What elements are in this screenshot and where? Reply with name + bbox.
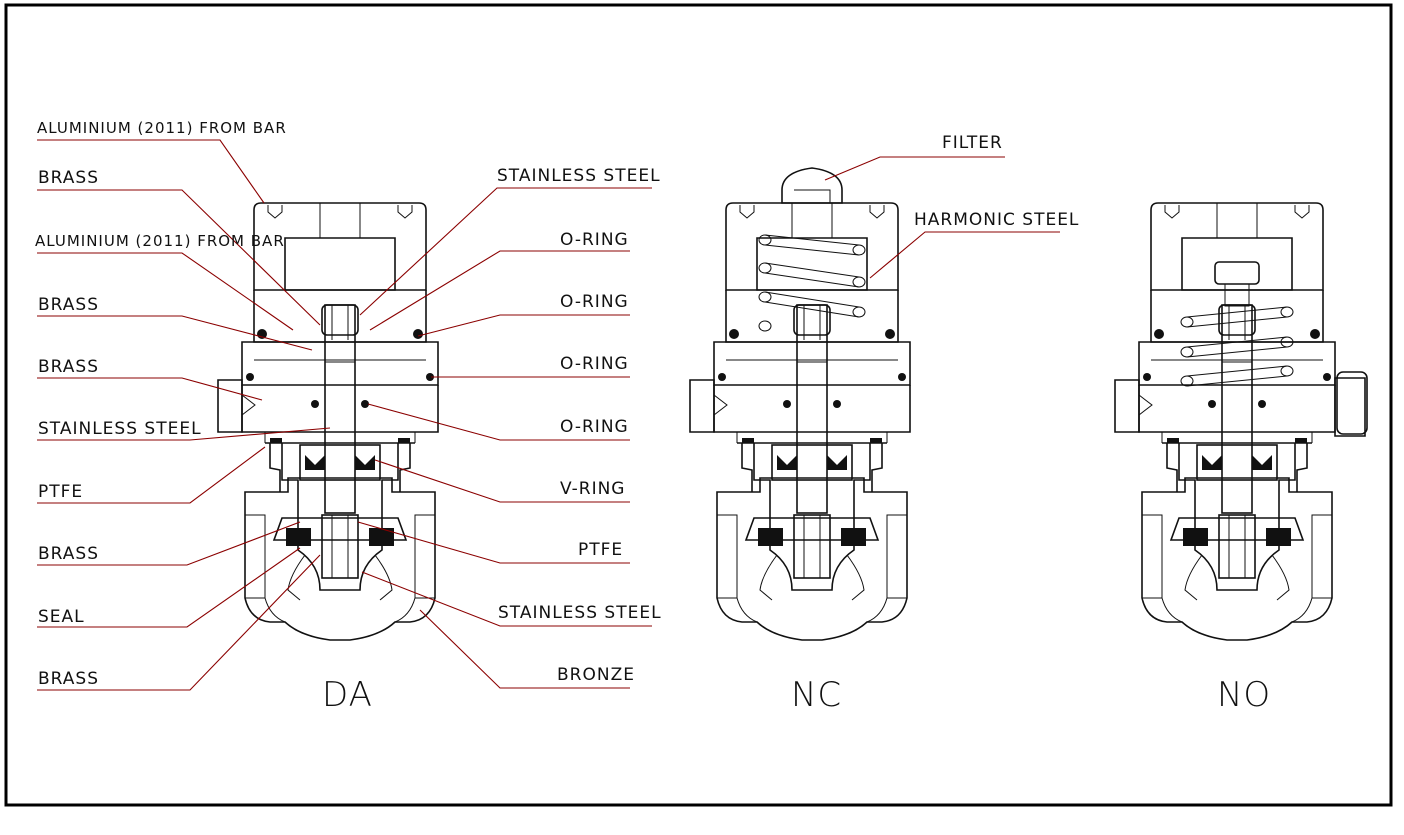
label-brass-4: BRASS: [38, 544, 99, 564]
label-seal: SEAL: [38, 607, 85, 627]
label-brass-5: BRASS: [38, 669, 99, 689]
label-filter: FILTER: [942, 133, 1003, 153]
label-aluminium-2: ALUMINIUM (2011) FROM BAR: [35, 232, 285, 250]
drawing-frame: [4, 3, 1393, 807]
label-brass-3: BRASS: [38, 357, 99, 377]
label-stainless-steel-top: STAINLESS STEEL: [497, 166, 661, 186]
label-harmonic-steel: HARMONIC STEEL: [914, 210, 1079, 230]
label-o-ring-4: O-RING: [560, 417, 629, 437]
label-brass-1: BRASS: [38, 168, 99, 188]
label-aluminium-top: ALUMINIUM (2011) FROM BAR: [37, 119, 287, 137]
label-bronze: BRONZE: [557, 665, 635, 685]
label-o-ring-3: O-RING: [560, 354, 629, 374]
label-o-ring-2: O-RING: [560, 292, 629, 312]
label-ptfe-left: PTFE: [38, 482, 83, 502]
label-stainless-steel-bottom: STAINLESS STEEL: [498, 603, 662, 623]
label-o-ring-1: O-RING: [560, 230, 629, 250]
label-stainless-steel-left: STAINLESS STEEL: [38, 419, 202, 439]
view-label-no: NO: [1217, 675, 1271, 715]
valve-nc: [689, 167, 911, 641]
view-label-nc: NC: [791, 675, 842, 715]
leader-lines: [37, 139, 1060, 691]
label-brass-2: BRASS: [38, 295, 99, 315]
label-v-ring: V-RING: [560, 479, 625, 499]
valve-da: [217, 202, 439, 641]
view-label-da: DA: [322, 675, 373, 715]
valve-no: [1114, 202, 1368, 641]
label-ptfe-right: PTFE: [578, 540, 623, 560]
